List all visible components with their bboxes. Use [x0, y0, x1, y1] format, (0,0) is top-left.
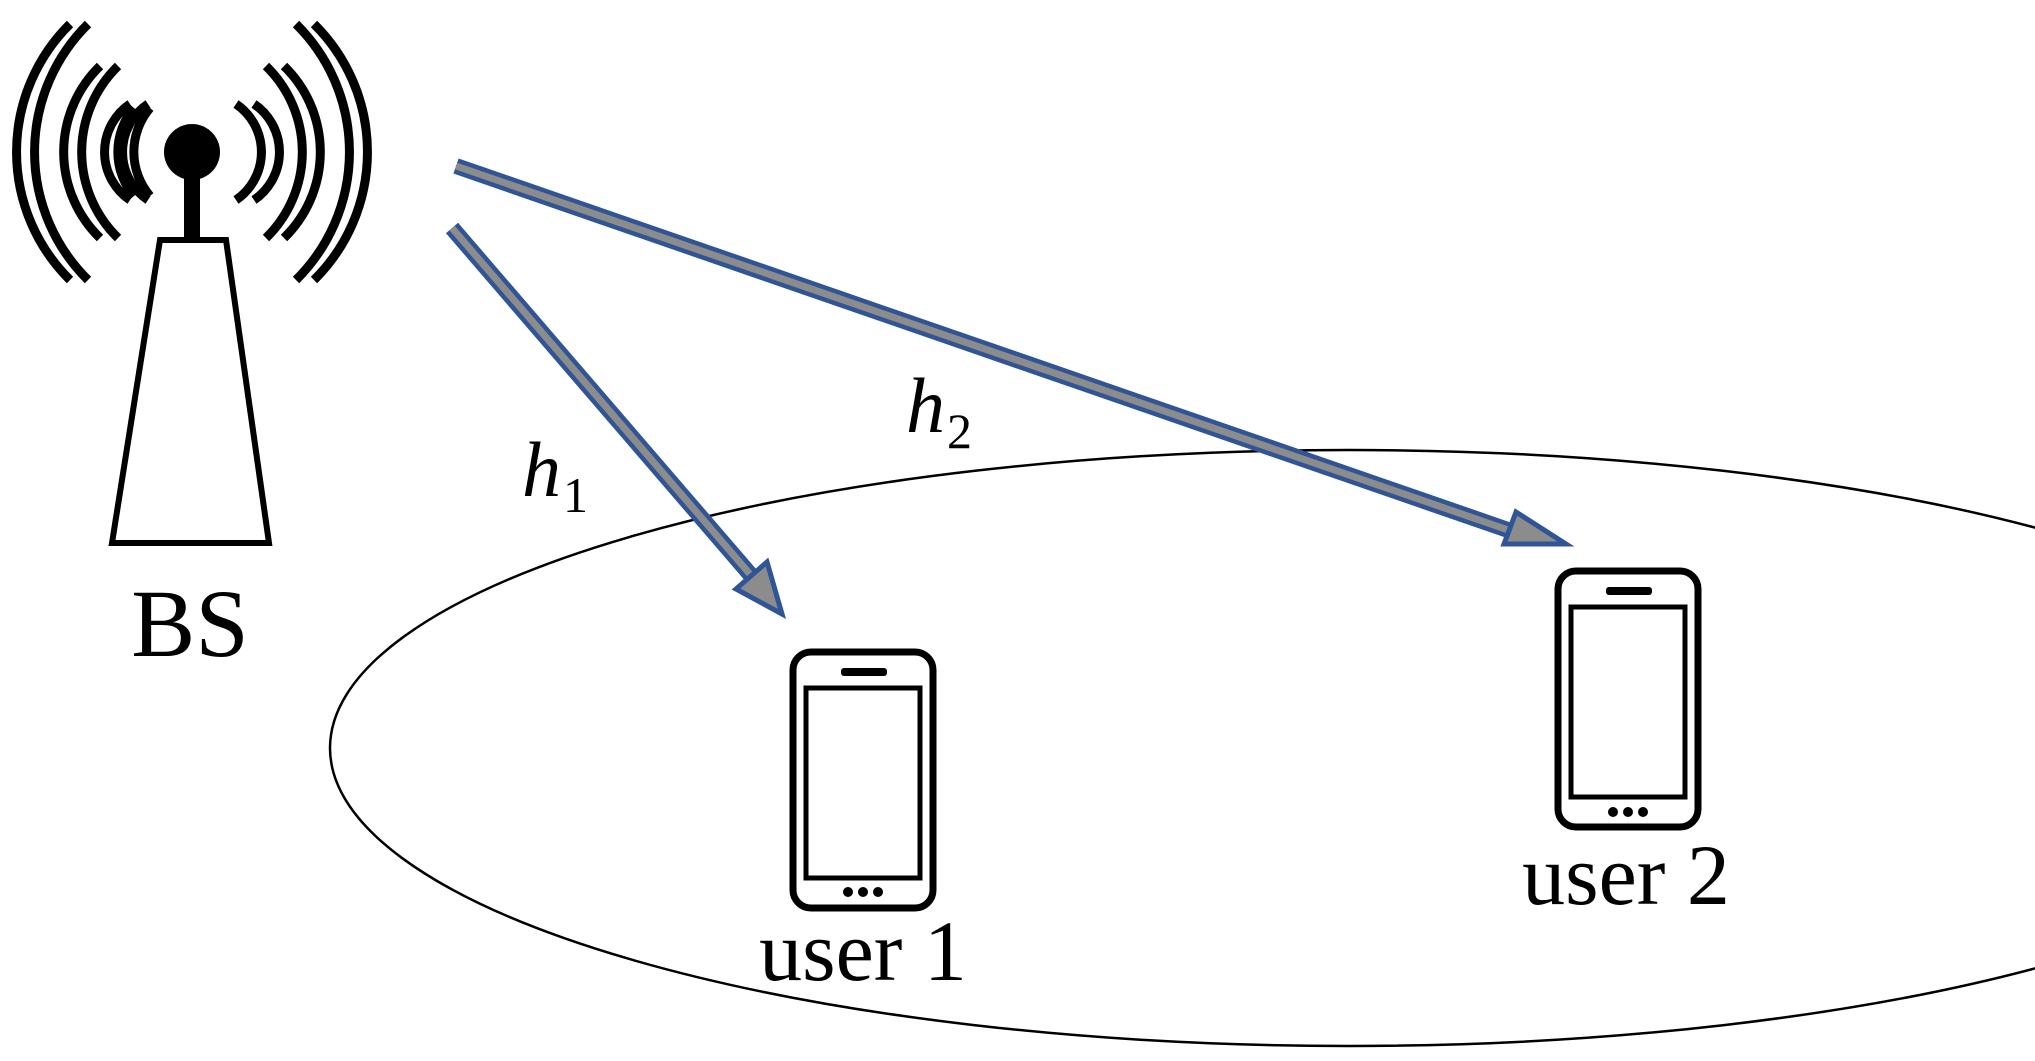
- channel-arrow-h1: [445, 222, 787, 620]
- user2-smartphone-icon: [1554, 567, 1702, 831]
- user2-label: user 2: [1522, 827, 1730, 923]
- channel-arrow-h2: [453, 158, 1575, 547]
- channel-label-h1: h1: [522, 426, 588, 523]
- bs-label: BS: [131, 570, 248, 677]
- user1-smartphone-icon: [789, 648, 937, 912]
- base-station-antenna-icon: [12, 20, 372, 546]
- channel-label-h2: h2: [906, 362, 972, 459]
- coverage-area-ellipse: [329, 448, 2035, 1048]
- user1-label: user 1: [759, 903, 967, 999]
